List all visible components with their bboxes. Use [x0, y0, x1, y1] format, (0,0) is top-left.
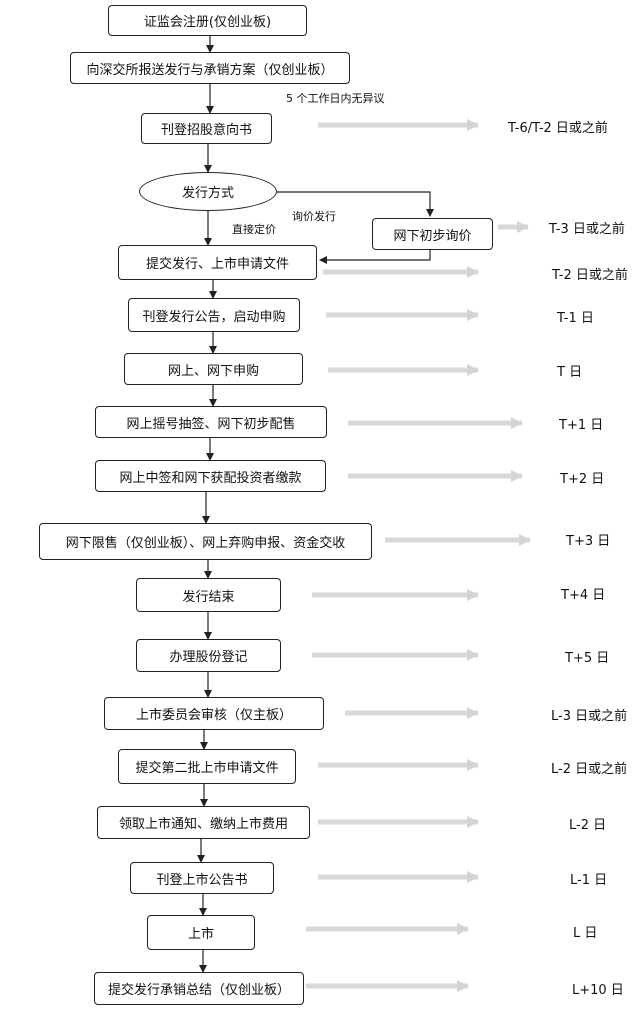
- day-label: T-1 日: [557, 311, 594, 326]
- step-listing-notice-and-fees: 领取上市通知、缴纳上市费用: [97, 806, 310, 839]
- step-issuance-complete: 发行结束: [136, 578, 281, 612]
- step-listing-committee-review: 上市委员会审核（仅主板）: [104, 697, 324, 730]
- inquiry-branch-line: [277, 191, 434, 217]
- step-lottery-and-allotment: 网上摇号抽签、网下初步配售: [95, 406, 327, 438]
- day-label: L-3 日或之前: [551, 709, 628, 724]
- step-submit-underwriting-plan: 向深交所报送发行与承销方案（仅创业板）: [70, 52, 350, 84]
- day-label: T+5 日: [565, 651, 610, 666]
- step-publish-listing-announcement: 刊登上市公告书: [130, 862, 274, 894]
- day-label: T-2 日或之前: [552, 268, 628, 283]
- step-submit-listing-application: 提交发行、上市申请文件: [118, 245, 317, 280]
- day-label: T+3 日: [566, 534, 611, 549]
- day-label: L-2 日: [569, 818, 607, 833]
- step-lockup-and-settlement: 网下限售（仅创业板）、网上弃购申报、资金交收: [39, 523, 372, 560]
- day-label: T-6/T-2 日或之前: [508, 121, 608, 136]
- step-publish-issuance-notice: 刊登发行公告，启动申购: [128, 298, 300, 332]
- step-listing: 上市: [147, 915, 255, 950]
- step-submit-second-batch: 提交第二批上市申请文件: [118, 749, 296, 784]
- inquiry-return-line: [319, 250, 431, 264]
- day-label: L 日: [573, 926, 598, 941]
- day-label: T+1 日: [559, 418, 604, 433]
- decision-issuance-method: 发行方式: [139, 172, 277, 211]
- label-direct-pricing: 直接定价: [232, 223, 276, 236]
- step-offline-inquiry: 网下初步询价: [372, 218, 493, 250]
- day-label: T 日: [557, 365, 583, 380]
- step-csrc-registration: 证监会注册(仅创业板): [108, 5, 307, 36]
- step-investor-payment: 网上中签和网下获配投资者缴款: [95, 460, 326, 492]
- day-label: T-3 日或之前: [549, 222, 625, 237]
- label-no-objection: 5 个工作日内无异议: [286, 92, 385, 105]
- day-label: L-2 日或之前: [551, 762, 628, 777]
- label-inquiry-issuance: 询价发行: [292, 210, 336, 223]
- day-label: L-1 日: [570, 873, 608, 888]
- step-underwriting-summary: 提交发行承销总结（仅创业板）: [94, 972, 304, 1005]
- day-label: L+10 日: [572, 983, 624, 998]
- step-online-offline-subscription: 网上、网下申购: [124, 353, 303, 385]
- step-share-registration: 办理股份登记: [136, 639, 281, 672]
- day-label: T+2 日: [560, 472, 605, 487]
- day-label: T+4 日: [561, 588, 606, 603]
- step-publish-prospectus: 刊登招股意向书: [141, 113, 272, 144]
